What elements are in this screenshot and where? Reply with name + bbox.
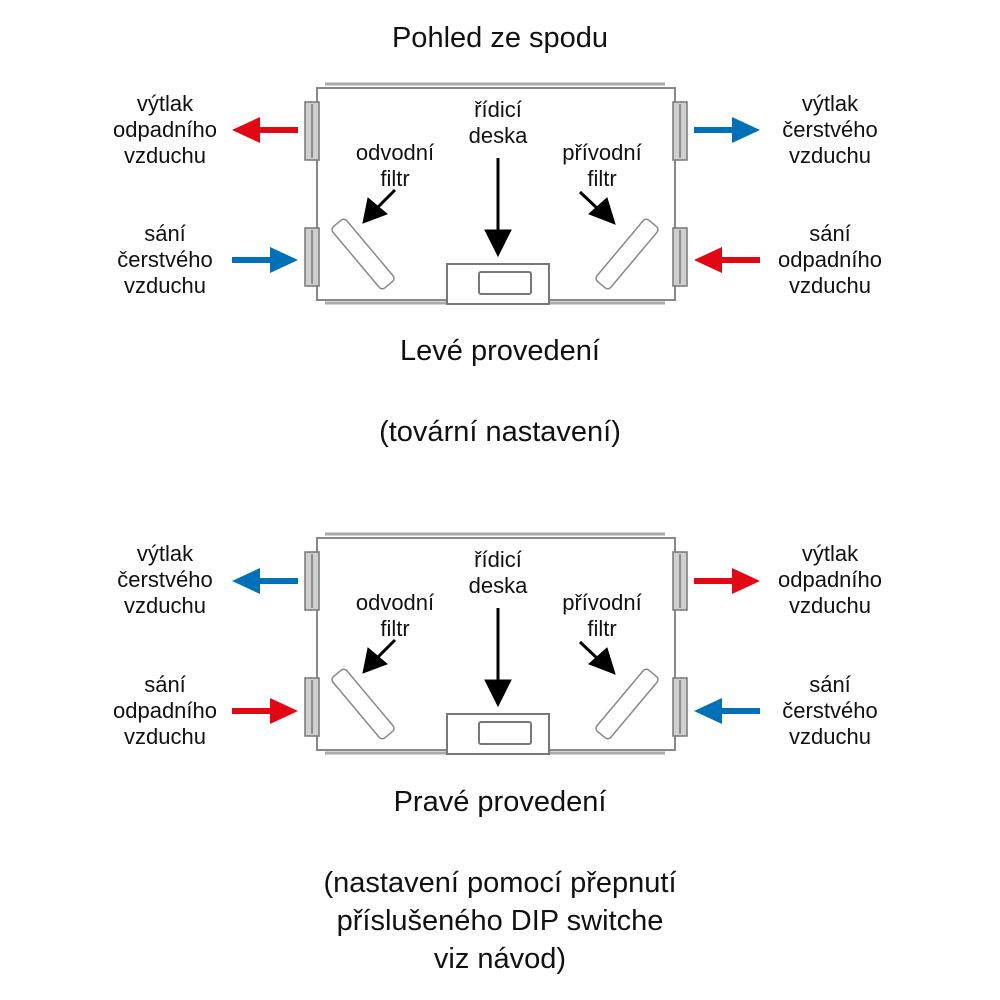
- port-label-bottom-right: sání odpadního vzduchu: [760, 221, 900, 299]
- label-line: přívodní: [562, 590, 642, 615]
- label-line: výtlak: [801, 541, 859, 566]
- label-line: vzduchu: [789, 273, 871, 298]
- exhaust-filter: [331, 668, 395, 740]
- port-label-top-left: výtlak čerstvého vzduchu: [105, 541, 225, 619]
- pointer-arrows: [362, 608, 616, 708]
- label-line: filtr: [380, 616, 410, 641]
- control-board: [446, 713, 550, 755]
- arrow-right-icon: [232, 247, 298, 273]
- label-supply-filter: přívodní filtr: [552, 140, 652, 192]
- label-line: odpadního: [778, 247, 882, 272]
- label-exhaust-filter: odvodní filtr: [345, 140, 445, 192]
- airflow-arrow-bottom-right: [694, 698, 760, 724]
- arrow-left-icon: [694, 698, 760, 724]
- label-line: vzduchu: [124, 273, 206, 298]
- supply-filter: [595, 218, 659, 290]
- port-label-top-right: výtlak odpadního vzduchu: [760, 541, 900, 619]
- port-label-bottom-left: sání odpadního vzduchu: [105, 672, 225, 750]
- label-line: odvodní: [355, 590, 435, 615]
- port-label-bottom-left: sání čerstvého vzduchu: [105, 221, 225, 299]
- pointer-supply-filter-icon: [588, 647, 616, 675]
- label-line: sání: [809, 672, 851, 697]
- airflow-arrow-top-right: [694, 568, 760, 594]
- label-line: přívodní: [562, 140, 642, 165]
- label-line: odvodní: [355, 140, 435, 165]
- label-line: odpadního: [778, 567, 882, 592]
- arrow-left-icon: [232, 568, 298, 594]
- note-line: (tovární nastavení): [379, 416, 621, 448]
- airflow-arrow-top-left: [232, 568, 298, 594]
- caption-right-variant: Pravé provedení: [393, 786, 607, 818]
- caption-left-variant: Levé provedení: [400, 335, 600, 367]
- label-line: filtr: [380, 166, 410, 191]
- duct-port-right-bottom: [672, 677, 688, 737]
- note-left-variant: (tovární nastavení): [0, 413, 1000, 451]
- label-line: řídicí: [474, 547, 522, 572]
- pointer-supply-filter-icon: [588, 197, 616, 225]
- label-line: vzduchu: [124, 143, 206, 168]
- duct-port-left-bottom: [304, 677, 320, 737]
- label-line: čerstvého: [117, 247, 213, 272]
- exhaust-filter: [331, 218, 395, 290]
- pointer-arrows: [362, 158, 616, 258]
- arrow-left-icon: [232, 117, 298, 143]
- label-line: čerstvého: [117, 567, 213, 592]
- label-line: odpadního: [113, 117, 217, 142]
- label-line: čerstvého: [782, 117, 878, 142]
- airflow-arrow-bottom-right: [694, 247, 760, 273]
- duct-port-right-bottom: [672, 227, 688, 287]
- control-board: [446, 263, 550, 305]
- label-line: výtlak: [801, 91, 859, 116]
- label-control-board: řídicí deska: [448, 97, 548, 149]
- label-line: filtr: [587, 616, 617, 641]
- label-line: deska: [468, 573, 528, 598]
- arrow-right-icon: [232, 698, 298, 724]
- label-line: výtlak: [136, 91, 194, 116]
- pointer-exhaust-filter-icon: [362, 197, 388, 224]
- label-line: vzduchu: [124, 593, 206, 618]
- label-line: vzduchu: [124, 724, 206, 749]
- supply-filter: [595, 668, 659, 740]
- airflow-arrow-bottom-left: [232, 698, 298, 724]
- label-line: odpadního: [113, 698, 217, 723]
- label-line: sání: [809, 221, 851, 246]
- label-line: vzduchu: [789, 143, 871, 168]
- label-line: vzduchu: [789, 593, 871, 618]
- pointer-control-board-icon: [484, 679, 512, 708]
- airflow-arrow-bottom-left: [232, 247, 298, 273]
- duct-port-right-top: [672, 101, 688, 161]
- label-line: řídicí: [474, 97, 522, 122]
- label-line: výtlak: [136, 541, 194, 566]
- unit-outline: [304, 532, 688, 755]
- label-control-board: řídicí deska: [448, 547, 548, 599]
- label-line: deska: [468, 123, 528, 148]
- duct-port-left-top: [304, 101, 320, 161]
- label-line: vzduchu: [789, 724, 871, 749]
- pointer-control-board-icon: [484, 229, 512, 258]
- unit-outline: [304, 82, 688, 305]
- airflow-arrow-top-left: [232, 117, 298, 143]
- airflow-arrow-top-right: [694, 117, 760, 143]
- duct-port-right-top: [672, 551, 688, 611]
- arrow-right-icon: [694, 117, 760, 143]
- port-label-top-right: výtlak čerstvého vzduchu: [760, 91, 900, 169]
- arrow-left-icon: [694, 247, 760, 273]
- label-line: filtr: [587, 166, 617, 191]
- duct-port-left-top: [304, 551, 320, 611]
- note-line: (nastavení pomocí přepnutí: [323, 867, 677, 899]
- label-line: čerstvého: [782, 698, 878, 723]
- port-label-top-left: výtlak odpadního vzduchu: [105, 91, 225, 169]
- arrow-right-icon: [694, 568, 760, 594]
- pointer-exhaust-filter-icon: [362, 647, 388, 674]
- label-supply-filter: přívodní filtr: [552, 590, 652, 642]
- note-right-variant: (nastavení pomocí přepnutí příslušeného …: [0, 864, 1000, 978]
- note-line: viz návod): [433, 943, 567, 975]
- label-line: sání: [144, 672, 186, 697]
- page-title: Pohled ze spodu: [391, 22, 609, 54]
- port-label-bottom-right: sání čerstvého vzduchu: [760, 672, 900, 750]
- note-line: příslušeného DIP switche: [336, 905, 664, 937]
- label-line: sání: [144, 221, 186, 246]
- duct-port-left-bottom: [304, 227, 320, 287]
- label-exhaust-filter: odvodní filtr: [345, 590, 445, 642]
